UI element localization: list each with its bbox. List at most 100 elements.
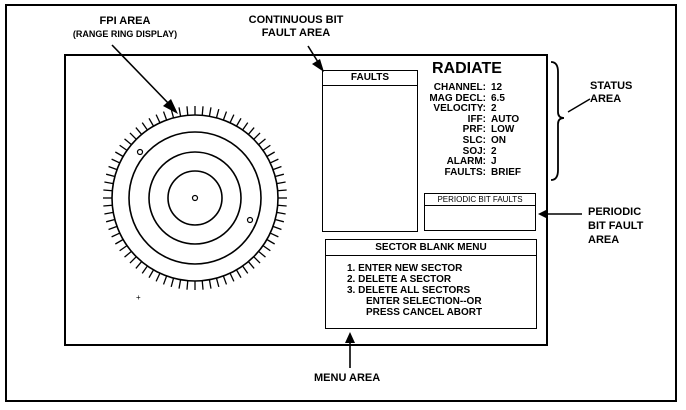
fpi-area-sublabel: (RANGE RING DISPLAY) (72, 29, 178, 39)
range-ring-tick (111, 232, 121, 238)
status-label: CHANNEL: (433, 82, 486, 93)
fpi-area-label: FPI AREA (99, 15, 151, 27)
periodic-bit-callout: PERIODIC BIT FAULT AREA (588, 205, 643, 247)
menu-option[interactable]: 2. DELETE A SECTOR (347, 274, 452, 285)
continuous-bit-label-2: FAULT AREA (261, 27, 331, 39)
range-ring-tick (162, 275, 168, 285)
status-row: ALARM: J (424, 156, 497, 167)
range-ring-tick (141, 122, 148, 131)
range-ring-tick (201, 280, 204, 290)
range-ring-tick (124, 250, 132, 258)
continuous-bit-arrow-line (307, 45, 319, 63)
range-ring-tick (269, 232, 279, 238)
range-ring-tick (242, 265, 249, 274)
status-value: LOW (491, 124, 515, 136)
status-row: VELOCITY: 2 (424, 103, 497, 115)
outer-range-ring (111, 114, 279, 282)
status-value: J (491, 156, 497, 168)
range-ring-tick (105, 173, 115, 178)
range-ring-tick (186, 106, 189, 116)
status-area-label-2: AREA (590, 93, 622, 105)
status-label: SLC: (462, 135, 486, 146)
range-ring-tick (247, 261, 255, 269)
range-ring-tick (272, 165, 282, 171)
range-ring-tick (229, 114, 235, 124)
range-ring-ticks (103, 106, 287, 290)
range-ring-tick (148, 269, 155, 278)
range-ring-tick (222, 275, 228, 285)
range-ring-tick (170, 278, 175, 288)
periodic-bit-label-1: PERIODIC (588, 206, 642, 218)
range-ring-tick (162, 111, 168, 121)
status-row: IFF:AUTO (424, 114, 519, 125)
status-label: MAG DECL: (429, 92, 486, 104)
status-label: SOJ: (462, 145, 486, 157)
range-ring-tick (215, 278, 220, 288)
range-ring-tick (222, 111, 228, 121)
sector-blank-menu: SECTOR BLANK MENU (325, 239, 537, 329)
menu-arrowhead (345, 332, 355, 343)
fpi-arrow-line (111, 44, 171, 106)
range-ring-tick (124, 138, 132, 146)
range-ring-tick (119, 245, 128, 252)
periodic-bit-box-title: PERIODIC BIT FAULTS (425, 194, 535, 206)
range-ring-tick (235, 269, 242, 278)
range-ring-tick (186, 280, 189, 290)
status-label: VELOCITY: (433, 103, 486, 115)
range-ring-tick (229, 272, 235, 282)
range-ring-tick (155, 114, 161, 124)
range-ring-tick (235, 118, 242, 127)
range-ring-tick (103, 189, 113, 192)
range-ring-tick (148, 118, 155, 127)
status-label: ALARM: (446, 156, 486, 168)
status-value: 2 (491, 103, 497, 115)
range-ring-3 (128, 131, 262, 265)
range-ring-tick (262, 144, 271, 151)
menu-option[interactable]: 3. DELETE ALL SECTORS (347, 285, 471, 296)
menu-title: SECTOR BLANK MENU (326, 240, 536, 256)
range-ring-tick (201, 106, 204, 116)
range-ring-tick (155, 272, 161, 282)
status-row: PRF:LOW (424, 124, 515, 136)
range-ring-tick (108, 225, 118, 231)
status-label: IFF: (467, 113, 486, 125)
target-blip-right (246, 216, 254, 224)
range-ring-tick (111, 158, 121, 164)
status-label: FAULTS: (444, 166, 486, 178)
range-ring-tick (272, 225, 282, 231)
range-ring-tick (208, 107, 212, 117)
menu-area-callout: MENU AREA (314, 372, 381, 384)
range-ring-tick (115, 151, 124, 158)
range-ring-tick (141, 265, 148, 274)
range-ring-tick (276, 211, 286, 215)
range-ring-tick (103, 204, 113, 207)
cursor-mark: + (136, 293, 141, 302)
range-ring-tick (135, 261, 143, 269)
periodic-bit-label-3: AREA (588, 234, 620, 246)
range-ring-tick (105, 218, 115, 223)
periodic-bit-label-2: BIT FAULT (588, 220, 644, 232)
target-blip-left (136, 148, 144, 156)
range-ring-tick (266, 151, 275, 158)
continuous-bit-arrowhead (312, 59, 324, 72)
range-ring-tick (253, 256, 261, 264)
range-ring-tick (108, 165, 118, 171)
fpi-area-callout: FPI AREA (RANGE RING DISPLAY) (70, 15, 180, 41)
range-ring-tick (135, 127, 143, 135)
range-ring-2 (148, 151, 242, 245)
range-ring-tick (129, 132, 137, 140)
status-value: 12 (491, 82, 503, 93)
range-ring-tick (266, 238, 275, 245)
range-ring-tick (178, 279, 182, 289)
range-ring-tick (215, 108, 220, 118)
range-ring-tick (277, 189, 287, 192)
status-area-callout: STATUS AREA (590, 80, 632, 106)
range-ring-tick (208, 279, 212, 289)
status-value: 2 (491, 145, 497, 157)
range-ring-tick (258, 250, 266, 258)
status-row: FAULTS:BRIEF (424, 167, 521, 178)
center-target (191, 194, 199, 202)
status-row: MAG DECL:6.5 (424, 93, 505, 104)
menu-option[interactable]: 1. ENTER NEW SECTOR (347, 263, 463, 274)
